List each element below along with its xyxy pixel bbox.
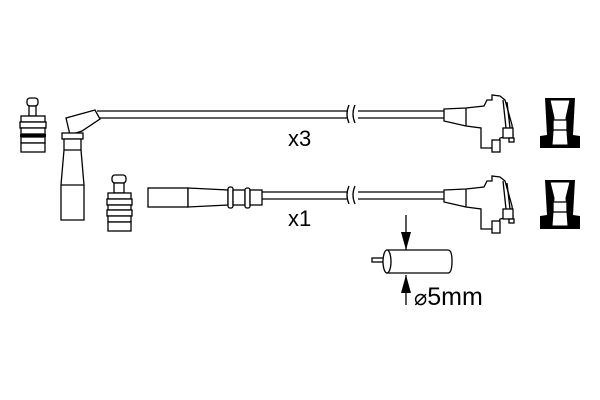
quantity-label-bottom: x1 — [288, 206, 311, 231]
coil-boot-top — [540, 98, 580, 148]
coil-boot-bottom — [540, 180, 580, 229]
coil-connector-top — [443, 94, 515, 153]
quantity-label-top: x3 — [288, 126, 311, 151]
straight-plug-boot — [147, 186, 263, 209]
diameter-label: ⌀5mm — [414, 283, 483, 311]
cable-bottom — [262, 185, 444, 205]
arrow-up-icon — [401, 275, 411, 293]
spark-plug-terminal-top — [19, 97, 47, 153]
spark-plug-terminal-bottom — [106, 174, 133, 232]
coil-connector-bottom — [443, 175, 515, 234]
cable-top — [97, 104, 444, 124]
angled-plug-boot — [60, 109, 101, 221]
diameter-dimension — [371, 215, 453, 305]
arrow-down-icon — [401, 232, 411, 250]
